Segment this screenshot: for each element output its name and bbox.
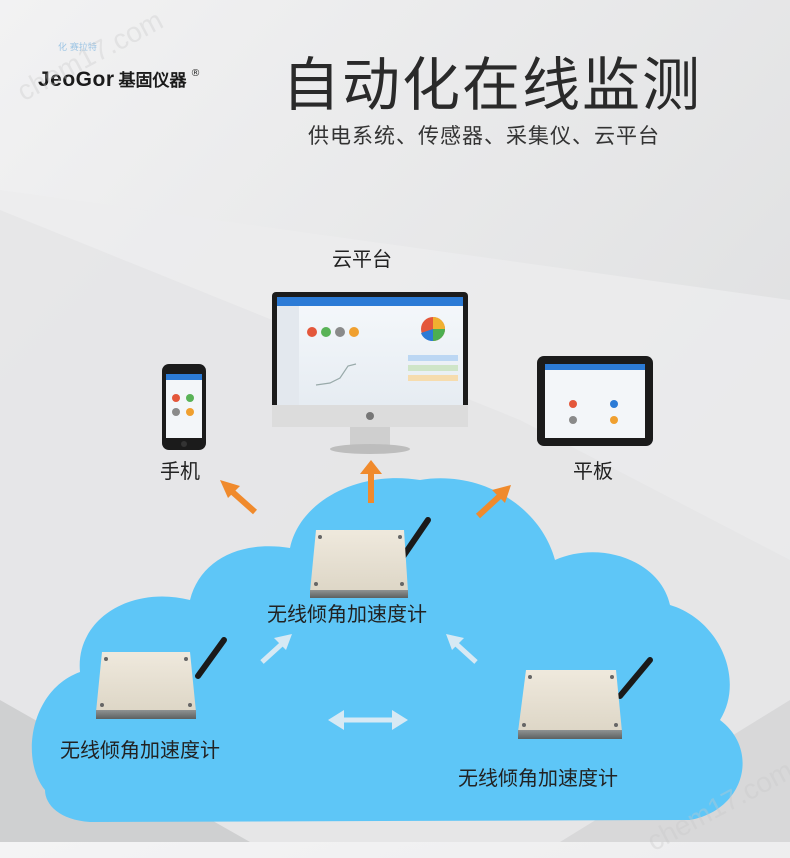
arrow-left-up-icon (260, 634, 292, 664)
monitor-device (272, 292, 468, 454)
sensor-label-1: 无线倾角加速度计 (267, 602, 427, 626)
sensor-box-2 (96, 637, 227, 719)
phone-device (162, 364, 206, 450)
page-title: 自动化在线监测 (282, 51, 703, 119)
tablet-device (537, 356, 653, 446)
sensor-label-3: 无线倾角加速度计 (458, 766, 618, 790)
brand-logo: JeoGor 基固仪器 ® (38, 66, 201, 92)
brand-name-cn: 基固仪器 (118, 71, 187, 91)
double-arrow-icon (328, 710, 408, 730)
cloud-shape (31, 478, 743, 822)
registered-mark: ® (190, 68, 201, 79)
sensor-box-1 (310, 517, 431, 598)
arrow-to-phone-icon (220, 480, 257, 515)
tablet-label: 平板 (573, 459, 613, 483)
arrow-right-up-icon (446, 634, 478, 664)
arrow-to-tablet-icon (475, 485, 511, 519)
cloud-platform-label: 云平台 (332, 247, 392, 271)
sensor-label-2: 无线倾角加速度计 (60, 738, 220, 762)
small-watermark: 化 赛拉特 (58, 43, 97, 53)
page-subtitle: 供电系统、传感器、采集仪、云平台 (308, 124, 660, 148)
arrow-to-monitor-icon (360, 460, 382, 503)
brand-name-en: JeoGor (38, 68, 115, 91)
sensor-box-3 (518, 657, 653, 739)
phone-label: 手机 (160, 459, 200, 483)
